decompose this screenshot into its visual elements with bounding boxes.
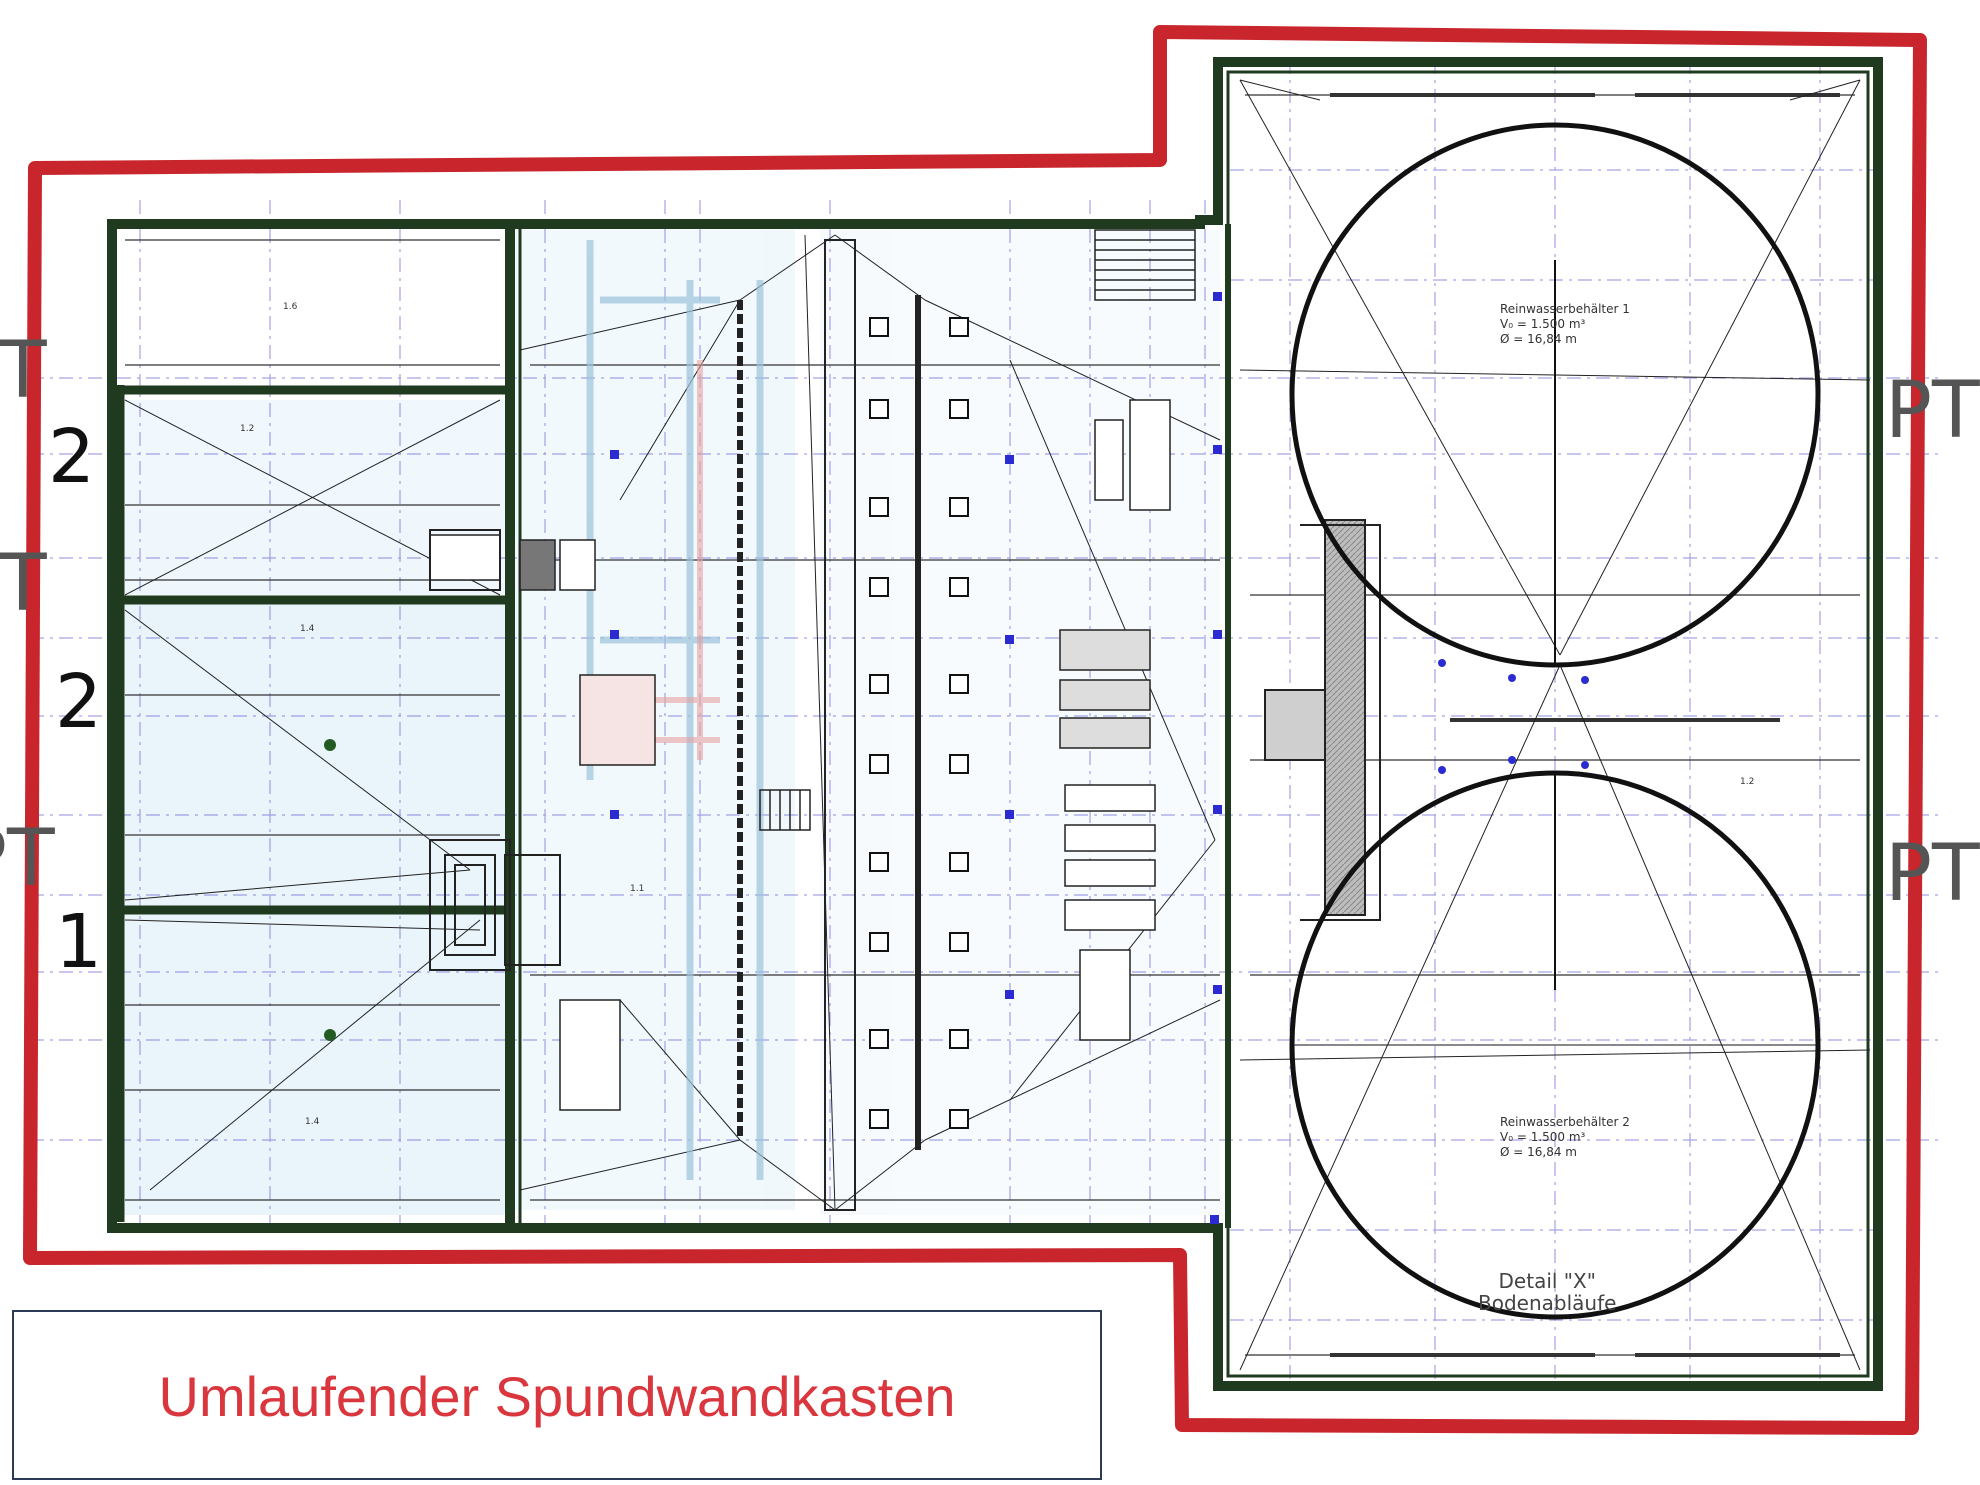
- sheet-pile-boundary: [23, 25, 1927, 1435]
- side-mark-left-1: 2: [48, 414, 96, 500]
- pt-mark-left-2: PT: [0, 539, 47, 629]
- shaft: [429, 529, 561, 971]
- tank-2: [1289, 770, 1821, 1320]
- room-label: 1.2: [240, 424, 255, 434]
- tank-2-volume: V₀ = 1.500 m³: [1500, 1130, 1586, 1144]
- room-label: 1.6: [283, 302, 298, 312]
- tank-1-name: Reinwasserbehälter 1: [1500, 302, 1630, 316]
- grid-lines: [30, 60, 1940, 1390]
- tank-2-label: Reinwasserbehälter 2 V₀ = 1.500 m³ Ø = 1…: [1500, 1115, 1630, 1160]
- detail-label: Detail "X" Bodenabläufe: [1478, 1270, 1616, 1314]
- pipe-markers: [324, 292, 1589, 1224]
- room-label: 1.2: [1740, 777, 1755, 787]
- tank-2-diameter: Ø = 16,84 m: [1500, 1145, 1577, 1159]
- detail-title: Detail "X": [1498, 1269, 1596, 1293]
- stair-icon: [759, 229, 1196, 831]
- side-mark-left-3: 1: [55, 899, 103, 985]
- central-channel: [737, 239, 921, 1211]
- building-walls: [107, 57, 1883, 1391]
- tank-1-label: Reinwasserbehälter 1 V₀ = 1.500 m³ Ø = 1…: [1500, 302, 1630, 347]
- side-mark-left-2: 2: [55, 659, 103, 745]
- detail-subtitle: Bodenabläufe: [1478, 1291, 1617, 1315]
- tank-2-name: Reinwasserbehälter 2: [1500, 1115, 1630, 1129]
- column-markers: [869, 317, 969, 1129]
- tank-1-volume: V₀ = 1.500 m³: [1500, 317, 1586, 331]
- room-label: 1.1: [630, 884, 645, 894]
- room-label: 1.4: [300, 624, 315, 634]
- caption-text: Umlaufender Spundwandkasten: [158, 1365, 956, 1428]
- room-label: 1.4: [305, 1117, 320, 1127]
- pt-mark-right-2: PT: [1885, 829, 1980, 919]
- pt-mark-left-3: PT: [0, 814, 55, 904]
- pt-mark-right-1: PT: [1885, 366, 1980, 456]
- tank-1: [1289, 122, 1821, 668]
- tank-1-diameter: Ø = 16,84 m: [1500, 332, 1577, 346]
- room-fill: [120, 230, 1220, 1215]
- equipment: [429, 399, 1171, 1111]
- caption-box: Umlaufender Spundwandkasten: [12, 1310, 1102, 1480]
- hatched-connection: [1264, 519, 1381, 921]
- pt-mark-left-1: PT: [0, 326, 47, 416]
